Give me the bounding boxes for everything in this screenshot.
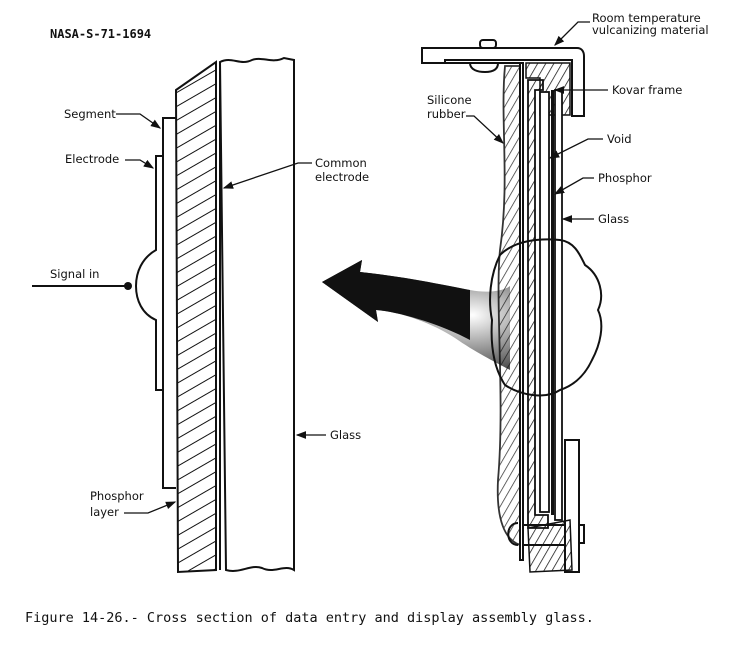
top-screw-bottom: [469, 62, 499, 74]
signal-terminal: [124, 282, 132, 290]
figure-id: NASA-S-71-1694: [50, 27, 151, 41]
leader-void: [548, 138, 603, 159]
leader-segment: [116, 113, 162, 129]
label-phosphor-layer-1: Phosphor: [90, 489, 144, 503]
segment: [162, 117, 176, 489]
bottom-screw-end: [578, 524, 585, 544]
silicone-rubber: [496, 65, 521, 547]
label-signal-in: Signal in: [50, 267, 99, 281]
label-phosphor-right: Phosphor: [598, 171, 652, 185]
void: [539, 91, 550, 513]
magnified-region: [489, 238, 603, 397]
arrow-head: [322, 260, 470, 340]
label-rtv-1: Room temperature: [592, 11, 701, 25]
leader-phosphor-layer: [124, 501, 177, 514]
top-bracket: [421, 47, 585, 561]
label-glass-right: Glass: [598, 212, 629, 226]
bottom-screw: [507, 522, 519, 546]
glass-body: [218, 56, 295, 572]
figure-caption: Figure 14-26.- Cross section of data ent…: [25, 610, 594, 626]
electrode: [134, 155, 163, 391]
label-electrode: Electrode: [65, 152, 119, 166]
label-silicone-1: Silicone: [427, 93, 472, 107]
bottom-bracket-plate: [564, 439, 580, 573]
label-phosphor-layer-2: layer: [90, 505, 119, 519]
label-glass-left: Glass: [330, 428, 361, 442]
leader-phosphor-right: [553, 177, 594, 195]
label-rtv-2: vulcanizing material: [592, 23, 709, 37]
label-segment: Segment: [64, 107, 116, 121]
phosphor-line: [551, 90, 554, 515]
leader-rtv: [554, 21, 590, 46]
label-kovar-frame: Kovar frame: [612, 83, 682, 97]
right-cross-section: [421, 39, 603, 573]
leader-common-electrode: [222, 162, 312, 189]
label-silicone-2: rubber: [427, 107, 466, 121]
left-cross-section: [32, 56, 295, 574]
label-common-electrode-1: Common: [315, 156, 367, 170]
leader-electrode: [125, 159, 155, 169]
leader-silicone: [466, 115, 504, 144]
label-common-electrode-2: electrode: [315, 170, 369, 184]
top-screw-head: [479, 39, 497, 49]
phosphor-layer: [174, 60, 217, 574]
label-void: Void: [607, 132, 632, 146]
